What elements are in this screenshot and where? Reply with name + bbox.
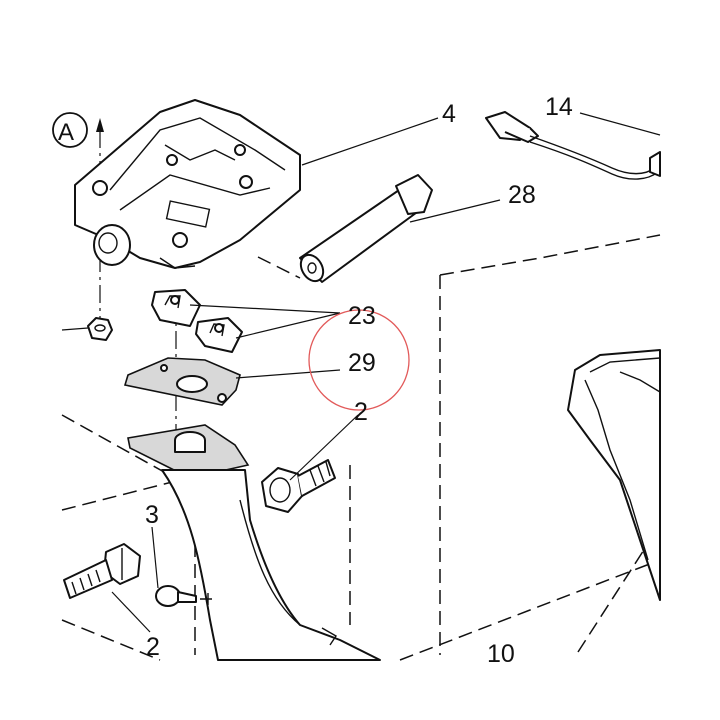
part-23-clips[interactable] (151, 289, 243, 353)
part-3-grease-nipple[interactable] (155, 585, 212, 607)
callout-labels: 4 14 28 23 29 2 3 2 10 (145, 93, 573, 668)
callout-2-left[interactable]: 2 (146, 633, 160, 661)
callout-4[interactable]: 4 (442, 100, 456, 128)
main-support-body[interactable] (127, 424, 381, 661)
part-14-sensor-cable[interactable] (485, 111, 661, 180)
part-28-long-bolt[interactable] (296, 174, 433, 285)
part-29-shim-plate[interactable] (123, 357, 241, 406)
part-4-mounting-bracket[interactable] (74, 99, 301, 269)
callout-23[interactable]: 23 (348, 302, 376, 330)
highlight-circle (308, 309, 410, 411)
view-a-label: A (58, 119, 74, 146)
part-2-bolt-left[interactable] (63, 543, 141, 599)
callout-2-right[interactable]: 2 (354, 398, 368, 426)
view-a-marker[interactable]: A (52, 112, 104, 148)
callout-10[interactable]: 10 (487, 640, 515, 668)
callout-3[interactable]: 3 (145, 501, 159, 529)
part-10-frame[interactable] (567, 349, 661, 601)
part-2-bolt-right[interactable] (261, 459, 336, 513)
view-a-arrow-icon (96, 118, 104, 132)
view-a-circle (52, 112, 88, 148)
callout-29[interactable]: 29 (348, 349, 376, 377)
callout-28[interactable]: 28 (508, 181, 536, 209)
leader-lines (61, 112, 661, 633)
flange-nut[interactable] (87, 317, 113, 341)
callout-14[interactable]: 14 (545, 93, 573, 121)
